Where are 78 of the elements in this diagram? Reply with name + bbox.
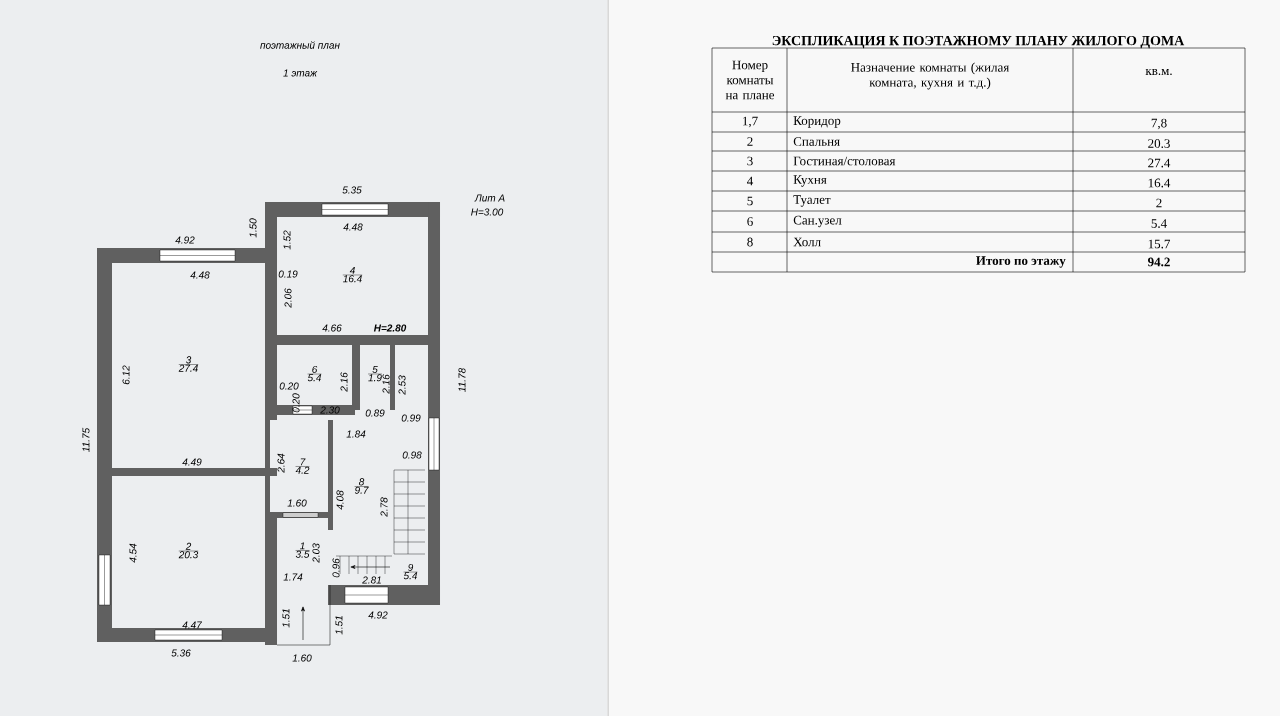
column-header: Назначение комнаты (жилая комната, кухня и т.д.) bbox=[851, 62, 1010, 90]
table-cell: 5 bbox=[747, 196, 753, 206]
table-cell: 27.4 bbox=[1148, 158, 1171, 168]
dimension-label: 2.81 bbox=[362, 576, 381, 584]
table-cell: 8 bbox=[747, 237, 753, 247]
dimension-label: 0.89 bbox=[365, 409, 385, 417]
dimension-label: 5.36 bbox=[171, 649, 191, 657]
room-area: 3 27.4 bbox=[178, 356, 199, 372]
dimension-label: 1.51 bbox=[282, 609, 290, 628]
table-cell: Сан.узел bbox=[793, 215, 842, 228]
dimension-label: 1.52 bbox=[283, 230, 291, 250]
dimension-label: 2.78 bbox=[380, 497, 388, 517]
dimension-label: 4.08 bbox=[336, 490, 344, 510]
dimension-label: 1.51 bbox=[335, 616, 343, 635]
table-cell: 4 bbox=[747, 176, 754, 186]
dimension-label: 1.84 bbox=[346, 430, 366, 438]
room-area: 6 5.4 bbox=[307, 365, 322, 382]
table-cell: 2 bbox=[747, 137, 753, 146]
plan-note: H=3.00 bbox=[471, 208, 504, 216]
room-area: 1 3.5 bbox=[295, 542, 310, 558]
table-cell: Гостиная/столовая bbox=[793, 156, 896, 166]
dimension-label: 0.19 bbox=[278, 270, 298, 278]
dimension-label: 0.20 bbox=[292, 393, 300, 413]
column-header: кв.м. bbox=[1145, 68, 1172, 76]
dimension-label: 1.50 bbox=[249, 218, 257, 238]
table-cell: 3 bbox=[747, 156, 753, 166]
room-area: 9 5.4 bbox=[403, 563, 418, 580]
dimension-label: 2.16 bbox=[382, 374, 390, 394]
dimension-label: 4.48 bbox=[343, 223, 363, 231]
plan-heading: поэтажный план bbox=[260, 41, 340, 49]
dimension-label: 0.98 bbox=[402, 451, 422, 459]
table-cell: 94.2 bbox=[1148, 257, 1170, 267]
dimension-label: 2.16 bbox=[340, 372, 348, 392]
table-cell: Холл bbox=[793, 237, 821, 247]
dimension-label: 4.48 bbox=[190, 271, 210, 279]
dimension-label: 4.92 bbox=[368, 611, 388, 619]
dimension-label: 4.66 bbox=[322, 324, 342, 332]
height-label: H=2.80 bbox=[373, 324, 407, 332]
table-cell: Итого по этажу bbox=[976, 256, 1066, 268]
table-cell: Туалет bbox=[793, 195, 831, 207]
table-cell: 6 bbox=[747, 217, 753, 226]
room-area: 7 4.2 bbox=[295, 458, 310, 474]
dimension-label: 11.75 bbox=[82, 427, 90, 452]
dimension-label: 0.99 bbox=[401, 414, 421, 422]
column-header: Номер комнаты на плане bbox=[725, 60, 775, 100]
dimension-label: 4.92 bbox=[175, 236, 195, 244]
room-area: 5 1.9 bbox=[367, 365, 383, 382]
plan-note: Лит А bbox=[474, 194, 505, 202]
dimension-label: 2.06 bbox=[284, 288, 292, 308]
dimension-label: 6.12 bbox=[122, 365, 130, 385]
dimension-label: 2.53 bbox=[398, 375, 406, 395]
dimension-label: 0.20 bbox=[279, 382, 299, 390]
table-title: ЭКСПЛИКАЦИЯ К ПОЭТАЖНОМУ ПЛАНУ ЖИЛОГО ДОМА bbox=[772, 35, 1185, 49]
dimension-label: 4.49 bbox=[182, 458, 202, 466]
dimension-label: 11.78 bbox=[458, 367, 466, 392]
table-cell: 5.4 bbox=[1151, 219, 1167, 228]
table-cell: Коридор bbox=[793, 116, 841, 128]
table-cell: 15.7 bbox=[1148, 239, 1170, 249]
dimension-label: 0.96 bbox=[332, 558, 340, 578]
table-cell: 1,7 bbox=[743, 116, 758, 128]
table-cell: Кухня bbox=[793, 175, 827, 187]
dimension-label: 1.60 bbox=[292, 654, 312, 662]
dimension-label: 2.30 bbox=[320, 406, 340, 414]
dimension-label: 1.60 bbox=[287, 499, 307, 507]
room-area: 2 20.3 bbox=[178, 542, 199, 559]
dimension-label: 5.35 bbox=[342, 186, 362, 194]
table-cell: 16.4 bbox=[1148, 178, 1171, 188]
room-area: 4 16.4 bbox=[342, 266, 363, 283]
table-cell: 7,8 bbox=[1151, 118, 1167, 130]
dimension-label: 2.64 bbox=[277, 453, 285, 473]
dimension-label: 1.74 bbox=[283, 573, 303, 581]
table-cell: Спальня bbox=[793, 137, 840, 146]
dimension-label: 4.54 bbox=[129, 543, 137, 563]
table-cell: 20.3 bbox=[1148, 139, 1170, 148]
room-area: 8 9.7 bbox=[354, 478, 369, 494]
plan-heading: 1 этаж bbox=[283, 69, 318, 77]
table-cell: 2 bbox=[1156, 198, 1162, 208]
dimension-label: 4.47 bbox=[182, 621, 203, 629]
